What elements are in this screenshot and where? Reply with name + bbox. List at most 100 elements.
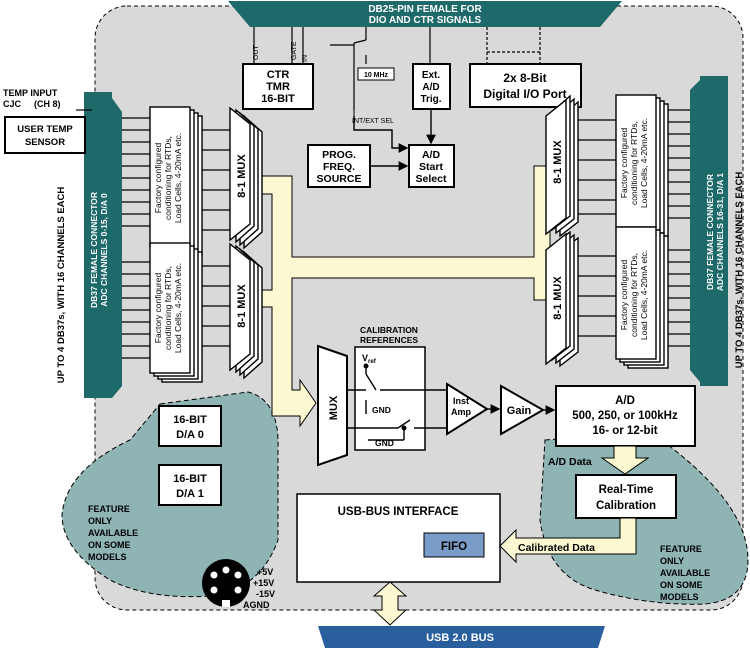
feature-note-right-line1: FEATURE bbox=[660, 544, 702, 554]
dio-line2: Digital I/O Port bbox=[483, 87, 566, 101]
right-cond-top-line2: conditioning for RTDs, bbox=[629, 121, 639, 205]
side-note-right: UP TO 4 DB37s, WITH 16 CHANNELS EACH bbox=[734, 172, 745, 369]
ad-data-arrow bbox=[600, 445, 650, 475]
prog-freq-line1: PROG. bbox=[322, 149, 356, 161]
left-cond-bottom-line3: Load Cells, 4-20mA etc. bbox=[173, 263, 183, 353]
ctr-line3: 16-BIT bbox=[261, 93, 295, 105]
usb-bus-label: USB 2.0 BUS bbox=[426, 632, 494, 644]
inst-amp-line1: Inst bbox=[453, 396, 469, 406]
da1-line2: D/A 1 bbox=[176, 488, 204, 500]
temp-input-label: TEMP INPUT bbox=[3, 88, 58, 98]
feature-note-right: FEATURE ONLY AVAILABLE ON SOME MODELS bbox=[660, 544, 710, 602]
cjc-label: CJC bbox=[3, 99, 22, 109]
left-channel-wires bbox=[122, 117, 230, 359]
ext-trig-line2: A/D bbox=[422, 82, 439, 93]
power-connector-icon bbox=[202, 559, 250, 607]
prog-freq-line3: SOURCE bbox=[317, 173, 362, 185]
calibrated-data-arrow bbox=[499, 517, 637, 564]
clock-box bbox=[357, 67, 395, 81]
cal-ref-line1: CALIBRATION bbox=[360, 325, 418, 335]
pin-gate-label: GATE bbox=[291, 41, 298, 60]
left-cond-top-line3: Load Cells, 4-20mA etc. bbox=[173, 133, 183, 223]
usb-iface-label: USB-BUS INTERFACE bbox=[338, 506, 459, 518]
dio-line1: 2x 8-Bit bbox=[503, 71, 546, 85]
right-channel-wires bbox=[578, 109, 690, 347]
db25-connector bbox=[228, 1, 622, 27]
feature-note-right-line4: ON SOME bbox=[660, 580, 703, 590]
cal-ref-line2: REFERENCES bbox=[360, 335, 418, 345]
feature-note-right-line3: AVAILABLE bbox=[660, 568, 710, 578]
cal-switches bbox=[347, 366, 450, 441]
right-cond-bottom-line3: Load Cells, 4-20mA etc. bbox=[639, 250, 649, 340]
inst-amp-line2: Amp bbox=[451, 407, 472, 417]
ext-trig-line3: Trig. bbox=[420, 94, 441, 105]
fifo-label: FIFO bbox=[441, 541, 467, 553]
feature-note-left-line4: ON SOME bbox=[88, 540, 131, 550]
clock-freq: 10 MHz bbox=[364, 72, 389, 79]
usb-bus-connector bbox=[318, 626, 605, 648]
side-note-left: UP TO 4 DB37s, WITH 16 CHANNELS EACH bbox=[56, 187, 67, 384]
realtime-line1: Real-Time bbox=[599, 484, 654, 496]
left-channel-stack-bottom bbox=[149, 242, 263, 383]
temp-sensor-line1: USER TEMP bbox=[17, 124, 73, 135]
ad-line1: A/D bbox=[615, 395, 635, 407]
gnd-label-2: GND bbox=[375, 438, 394, 448]
control-arrows bbox=[353, 109, 436, 171]
right-db37-connector bbox=[700, 76, 728, 386]
fifo-block bbox=[423, 532, 485, 558]
power-p5: +5V bbox=[257, 567, 273, 577]
vref-label: Vref bbox=[362, 353, 377, 365]
usb-bidirectional-arrow bbox=[372, 581, 408, 626]
counter-timer bbox=[242, 63, 314, 110]
left-cond-top-line1: Factory configured bbox=[153, 143, 163, 214]
ad-start-select bbox=[408, 144, 455, 188]
right-cond-bottom-line1: Factory configured bbox=[619, 260, 629, 331]
ad-converter bbox=[555, 385, 696, 447]
main-mux-label: MUX bbox=[328, 395, 340, 420]
right-channel-stack-top bbox=[545, 94, 669, 238]
power-m15: -15V bbox=[256, 589, 275, 599]
db25-line2: DIO AND CTR SIGNALS bbox=[369, 15, 482, 26]
power-agnd: AGND bbox=[243, 600, 270, 610]
ad-start-line2: Start bbox=[419, 161, 443, 173]
right-connector-label1: DB37 FEMALE CONNECTOR bbox=[705, 174, 715, 290]
feature-note-left-line5: MODELS bbox=[88, 552, 127, 562]
ext-ad-trigger bbox=[412, 63, 451, 110]
user-temp-sensor bbox=[4, 116, 86, 154]
right-mux-top-label: 8-1 MUX bbox=[552, 140, 564, 184]
db25-line1: DB25-PIN FEMALE FOR bbox=[368, 4, 482, 15]
right-connector-label2: ADC CHANNELS 16-31, D/A 1 bbox=[715, 173, 725, 292]
left-channel-stack-top bbox=[149, 106, 263, 257]
da1-block bbox=[158, 464, 222, 506]
feature-note-left: FEATURE ONLY AVAILABLE ON SOME MODELS bbox=[88, 504, 138, 562]
right-cond-top-line3: Load Cells, 4-20mA etc. bbox=[639, 118, 649, 208]
right-mux-bottom-label: 8-1 MUX bbox=[552, 276, 564, 320]
ad-start-line3: Select bbox=[416, 173, 447, 185]
pin-in-label: IN bbox=[302, 55, 309, 62]
ad-line3: 16- or 12-bit bbox=[592, 425, 657, 437]
calibrated-data-label: Calibrated Data bbox=[518, 542, 595, 554]
gnd-label-1: GND bbox=[372, 405, 391, 415]
main-mux bbox=[317, 344, 348, 467]
inst-amp bbox=[446, 382, 489, 436]
da0-block bbox=[158, 405, 222, 447]
right-cond-top-line1: Factory configured bbox=[619, 128, 629, 199]
right-channel-stack-bottom bbox=[545, 226, 669, 369]
pin-out-label: OUT bbox=[253, 45, 260, 61]
prog-freq-line2: FREQ. bbox=[323, 161, 355, 173]
left-connector-label1: DB37 FEMALE CONNECTOR bbox=[89, 192, 99, 308]
db25-wires bbox=[253, 27, 541, 110]
power-p15: +15V bbox=[253, 578, 274, 588]
feature-note-right-line2: ONLY bbox=[660, 556, 684, 566]
left-db37-pins bbox=[112, 98, 122, 398]
left-db37-connector bbox=[84, 92, 112, 398]
left-mux-top-label: 8-1 MUX bbox=[236, 154, 248, 198]
da0-line2: D/A 0 bbox=[176, 429, 204, 441]
left-connector-label2: ADC CHANNELS 0-15, D/A 0 bbox=[99, 193, 109, 307]
realtime-line2: Calibration bbox=[596, 500, 656, 512]
ext-trig-line1: Ext. bbox=[422, 70, 441, 81]
feature-note-left-line1: FEATURE bbox=[88, 504, 130, 514]
da0-line1: 16-BIT bbox=[173, 414, 207, 426]
int-ext-sel-label: INT/EXT SEL bbox=[352, 118, 394, 125]
